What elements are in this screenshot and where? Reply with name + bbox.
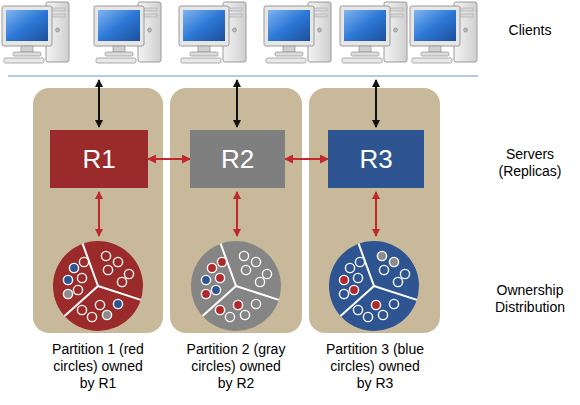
data-item-circle [400, 269, 409, 278]
data-item-circle [207, 263, 216, 272]
data-item-circle [251, 299, 260, 308]
data-item-circle [77, 305, 86, 314]
data-item-circle [371, 300, 380, 309]
pie-divider [236, 286, 279, 300]
data-item-circle [379, 265, 388, 274]
data-item-circle [79, 257, 88, 266]
data-item-circle [73, 285, 82, 294]
data-item-circle [63, 289, 72, 298]
replica-link-arrow [148, 158, 190, 160]
tier-label: Clients [485, 22, 575, 39]
data-item-circle [69, 263, 78, 272]
data-item-circle [355, 257, 364, 266]
data-item-circle [77, 273, 86, 282]
ownership-pie [53, 241, 143, 331]
data-item-circle [101, 251, 110, 260]
data-item-circle [217, 257, 226, 266]
data-item-circle [339, 275, 348, 284]
partition-caption: Partition 3 (blue circles) owned by R3 [323, 341, 427, 392]
data-item-circle [241, 265, 250, 274]
partition-caption: Partition 2 (gray circles) owned by R2 [184, 341, 288, 392]
data-item-circle [215, 305, 224, 314]
data-item-circle [378, 310, 387, 319]
pie-divider [374, 286, 417, 300]
data-item-circle [113, 299, 122, 308]
replica-name: R2 [221, 144, 254, 175]
ownership-pie [191, 241, 281, 331]
ownership-pie [329, 241, 419, 331]
data-item-circle [201, 289, 210, 298]
data-item-circle [117, 277, 126, 286]
data-item-circle [353, 305, 362, 314]
partition-caption: Partition 1 (red circles) owned by R1 [46, 341, 150, 392]
replica-link-arrow [285, 158, 328, 160]
data-item-circle [233, 300, 242, 309]
replica-server-box: R1 [50, 130, 148, 188]
client-computers [2, 2, 477, 63]
data-item-circle [225, 312, 234, 321]
data-item-circle [389, 257, 398, 266]
server-ownership-arrows [99, 192, 376, 236]
data-item-circle [240, 310, 249, 319]
data-item-circle [339, 289, 348, 298]
client-network-line [8, 75, 478, 77]
data-item-circle [113, 257, 122, 266]
replica-name: R3 [359, 144, 392, 175]
data-item-circle [63, 275, 72, 284]
replica-name: R1 [82, 144, 115, 175]
tier-label: Servers (Replicas) [485, 146, 575, 180]
client-server-arrows [99, 80, 376, 127]
partition-panel: Partition 1 (red circles) owned by R1R1 [33, 88, 163, 333]
data-item-circle [211, 285, 220, 294]
data-item-circle [363, 312, 372, 321]
replica-server-box: R3 [328, 130, 424, 188]
data-item-circle [239, 251, 248, 260]
data-item-circle [201, 275, 210, 284]
data-item-circle [215, 273, 224, 282]
data-item-circle [393, 277, 402, 286]
data-item-circle [262, 269, 271, 278]
replica-server-box: R2 [190, 130, 285, 188]
data-item-circle [389, 299, 398, 308]
data-item-circle [255, 277, 264, 286]
data-item-circle [124, 269, 133, 278]
partition-panel: Partition 3 (blue circles) owned by R3R3 [309, 88, 440, 333]
data-item-circle [251, 257, 260, 266]
tier-label: Ownership Distribution [485, 282, 575, 316]
ownership-pies [53, 241, 419, 331]
data-item-circle [102, 310, 111, 319]
pie-divider [98, 286, 141, 300]
data-item-circle [349, 285, 358, 294]
data-item-circle [103, 265, 112, 274]
data-item-circle [87, 312, 96, 321]
data-item-circle [95, 300, 104, 309]
data-item-circle [345, 263, 354, 272]
data-item-circle [377, 251, 386, 260]
partition-panel: Partition 2 (gray circles) owned by R2R2 [170, 88, 302, 333]
data-item-circle [353, 273, 362, 282]
